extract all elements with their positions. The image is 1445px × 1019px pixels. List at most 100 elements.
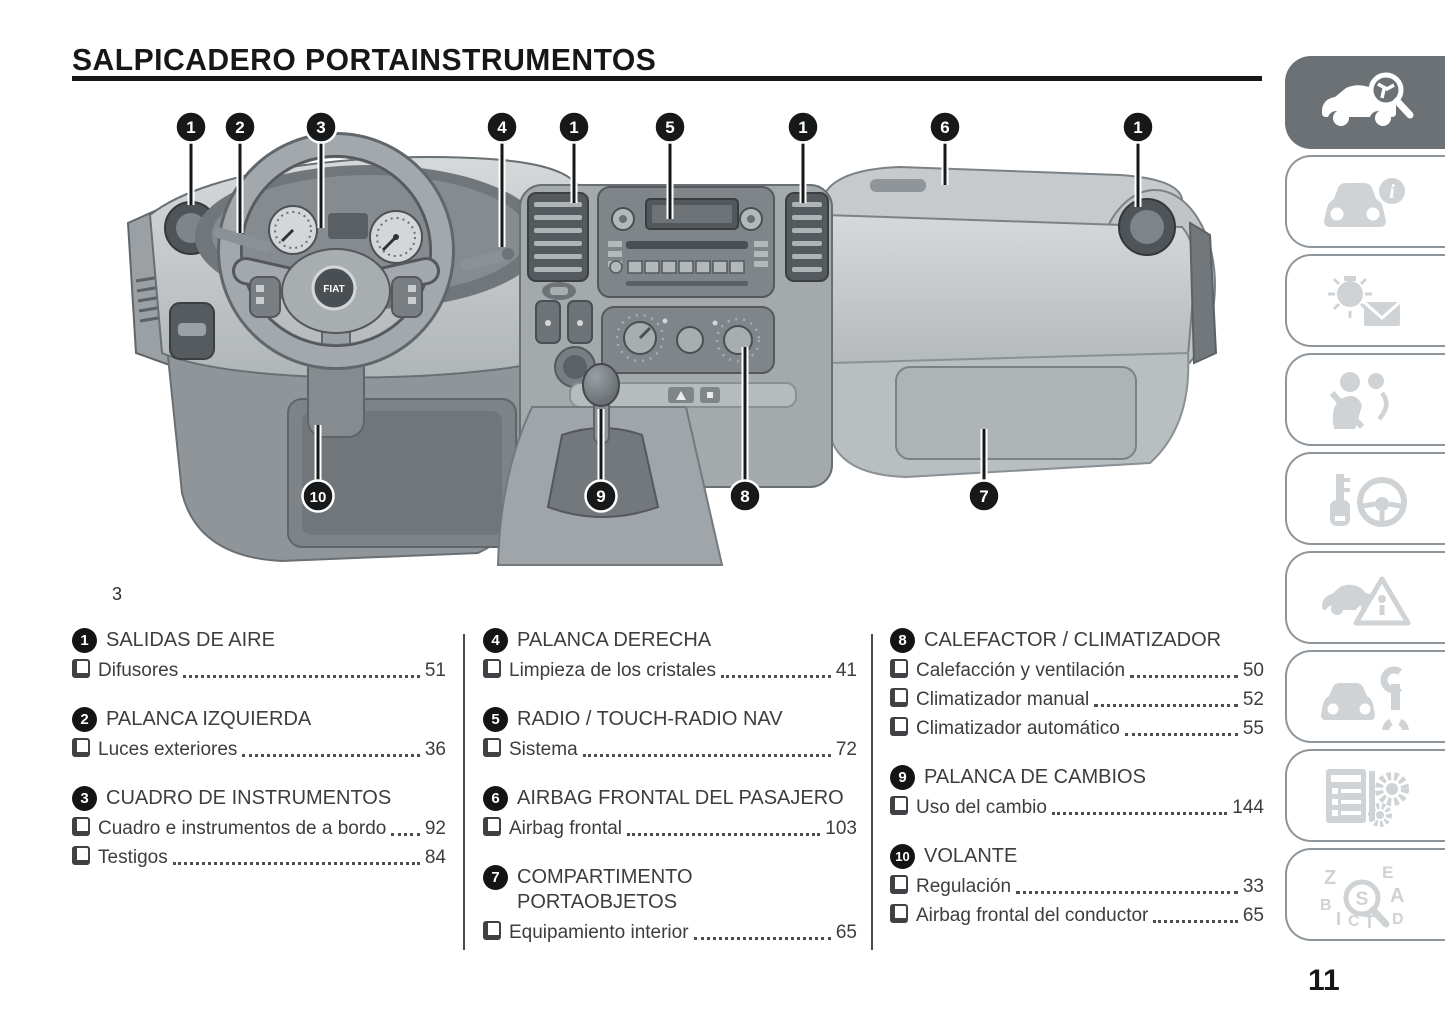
legend-entry-title: CALEFACTOR / CLIMATIZADOR — [924, 629, 1222, 651]
legend-item-page: 103 — [825, 818, 857, 839]
tab-conocimiento-del-cuadro[interactable]: i — [1285, 155, 1445, 248]
legend-item-page: 65 — [1242, 905, 1264, 926]
tab-arranque-y-conduccion[interactable] — [1285, 452, 1445, 545]
callout-number-bullet: 1 — [72, 628, 97, 653]
radio — [597, 186, 775, 298]
callout-label: 7 — [979, 487, 988, 506]
callout-label: 1 — [186, 118, 195, 137]
legend-item-page: 52 — [1242, 689, 1264, 710]
legend-item-page: 72 — [835, 739, 857, 760]
legend-item-page: 84 — [424, 847, 446, 868]
tab-testigos-y-mensajes[interactable] — [1285, 254, 1445, 347]
legend-item-label: Climatizador manual — [916, 689, 1090, 710]
dot-leader — [582, 754, 831, 757]
svg-text:A: A — [1390, 885, 1404, 907]
legend-divider — [871, 634, 873, 950]
callout-bubble — [304, 110, 338, 144]
dot-leader — [1153, 920, 1238, 923]
passenger-dash — [758, 165, 1218, 479]
car-magnifier-icon — [1316, 70, 1416, 136]
callout-number-bullet: 2 — [72, 707, 97, 732]
callout-number-bullet: 5 — [483, 707, 508, 732]
dot-leader — [1124, 733, 1238, 736]
tab-en-emergencia[interactable] — [1285, 551, 1445, 644]
car-info-icon: i — [1316, 169, 1416, 235]
callout-bubble — [928, 110, 962, 144]
svg-text:S: S — [1356, 889, 1369, 910]
dot-leader — [627, 833, 821, 836]
svg-text:B: B — [1320, 897, 1332, 914]
tab-seguridad[interactable] — [1285, 353, 1445, 446]
car-warning-triangle-icon — [1316, 565, 1416, 631]
page-reference-icon — [72, 846, 90, 865]
page-reference-icon — [72, 817, 90, 836]
legend-item-label: Difusores — [98, 660, 179, 681]
callout-label: 3 — [316, 118, 325, 137]
legend-divider — [463, 634, 465, 950]
svg-text:E: E — [1382, 863, 1393, 882]
legend-item-page: 65 — [835, 922, 857, 943]
tab-conocimiento-del-vehiculo[interactable] — [1285, 56, 1445, 149]
dot-leader — [1051, 812, 1228, 815]
page-reference-icon — [72, 738, 90, 757]
callout-bubble — [223, 110, 257, 144]
callout-label: 1 — [1133, 118, 1142, 137]
page-reference-icon — [890, 688, 908, 707]
legend-item-label: Uso del cambio — [916, 797, 1047, 818]
callout-label: 1 — [798, 118, 807, 137]
svg-text:C: C — [1348, 913, 1360, 928]
callout-bubble — [301, 479, 335, 513]
legend-item-page: 41 — [835, 660, 857, 681]
dot-leader — [242, 754, 420, 757]
car-wrench-icon — [1316, 664, 1416, 730]
fiat-badge — [311, 265, 357, 311]
legend-entry-title: CUADRO DE INSTRUMENTOS — [106, 787, 392, 809]
dot-leader — [1094, 704, 1238, 707]
legend-item: Climatizador manual 52 — [890, 685, 1264, 711]
legend-item-page: 55 — [1242, 718, 1264, 739]
legend-item-label: Luces exteriores — [98, 739, 238, 760]
seatbelt-airbag-icon — [1316, 367, 1416, 433]
legend-item-label: Calefacción y ventilación — [916, 660, 1126, 681]
warning-light-envelope-icon — [1316, 268, 1416, 334]
legend-item-page: 33 — [1242, 876, 1264, 897]
key-steering-wheel-icon — [1316, 466, 1416, 532]
tab-datos-tecnicos[interactable] — [1285, 749, 1445, 842]
legend-item-label: Cuadro e instrumentos de a bordo — [98, 818, 387, 839]
dot-leader — [720, 675, 831, 678]
legend-item-page: 36 — [424, 739, 446, 760]
glovebox — [895, 366, 1137, 460]
callout-label: 4 — [497, 118, 507, 137]
dot-leader — [172, 862, 420, 865]
page-reference-icon — [72, 659, 90, 678]
fiat-logo-text: FIAT — [323, 284, 344, 295]
tab-mantenimiento-y-cuidado[interactable] — [1285, 650, 1445, 743]
steering-wheel: FIAT — [214, 132, 514, 438]
page-reference-icon — [890, 717, 908, 736]
dot-leader — [1016, 891, 1238, 894]
dot-leader — [693, 937, 831, 940]
